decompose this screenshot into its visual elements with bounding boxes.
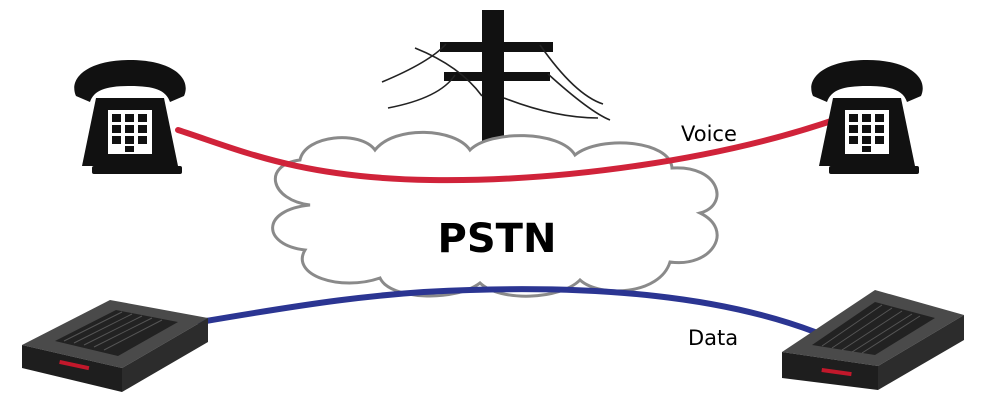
utility-pole-icon (381, 10, 611, 175)
telephone-icon (74, 60, 186, 174)
data-label: Data (688, 326, 738, 350)
network-label: PSTN (438, 216, 557, 262)
voice-label: Voice (681, 122, 737, 146)
data-line (197, 286, 818, 335)
modem-icon (22, 300, 208, 392)
telephone-icon (811, 60, 923, 174)
modem-icon (782, 290, 964, 390)
pstn-cloud (271, 130, 719, 298)
voice-line (175, 115, 843, 184)
